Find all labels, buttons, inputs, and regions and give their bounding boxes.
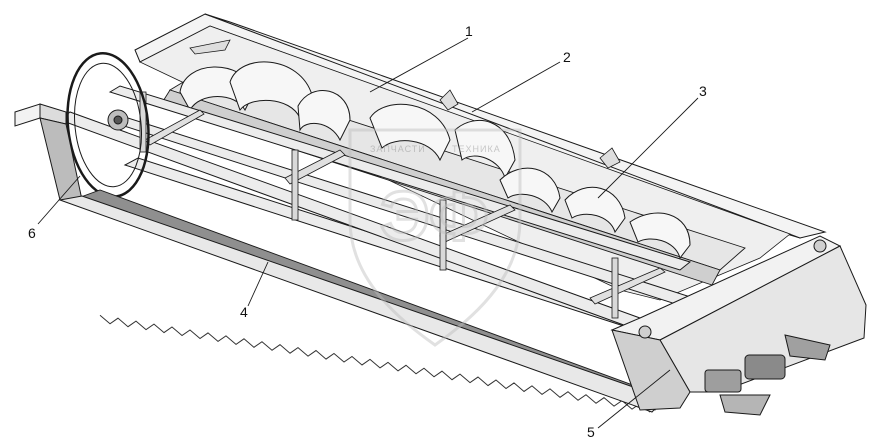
callout-labels: 1 2 3 4 5 6 <box>28 23 707 440</box>
callout-3: 3 <box>699 83 707 99</box>
leader-lines <box>37 37 699 429</box>
watermark-word-left: ЗАПЧАСТИ <box>370 144 426 154</box>
callout-6: 6 <box>28 225 36 241</box>
cross-members <box>144 109 666 305</box>
auger-flights <box>179 61 691 260</box>
watermark-word-right: ТЕХНИКА <box>452 144 501 154</box>
watermark-logo-text: ЭФ <box>380 177 489 255</box>
left-end-plate <box>14 103 83 201</box>
callout-5: 5 <box>587 424 595 440</box>
vertical-posts <box>139 91 619 319</box>
rail-brackets <box>189 39 621 169</box>
watermark-logo: ЗАПЧАСТИ ТЕХНИКА ЭФ <box>348 128 522 347</box>
callout-4: 4 <box>240 304 248 320</box>
callout-1: 1 <box>465 23 473 39</box>
callout-2: 2 <box>563 49 571 65</box>
drive-assembly <box>704 334 831 416</box>
reel-frame <box>58 85 707 349</box>
